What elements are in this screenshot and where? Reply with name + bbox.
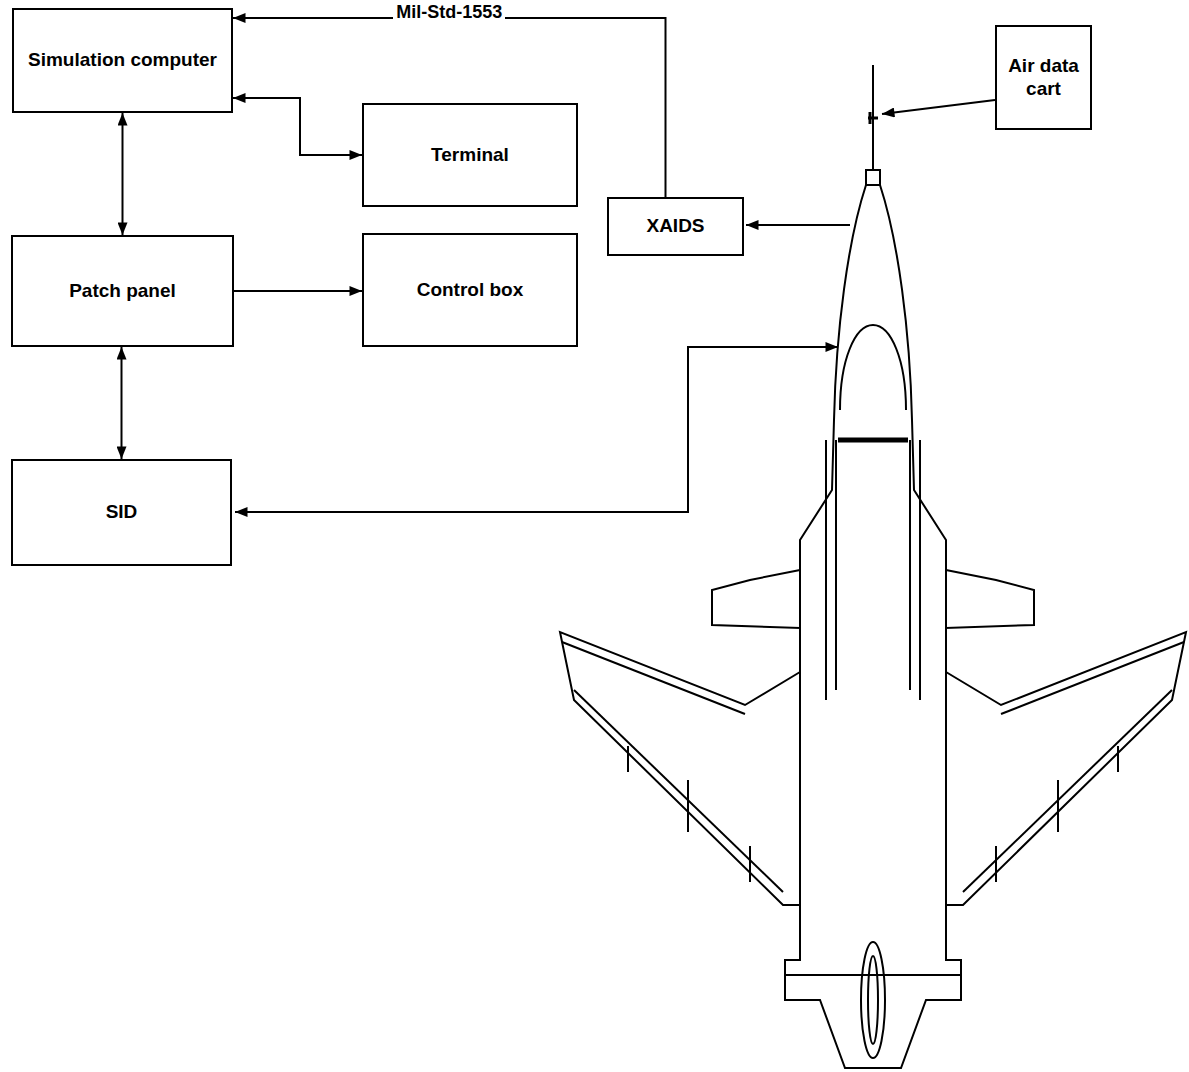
flap-divisions (996, 746, 1118, 882)
left-wing (560, 632, 800, 905)
right-wing (946, 632, 1186, 905)
process-box: Terminal (362, 103, 578, 207)
tail-line (785, 974, 961, 976)
box-label: Terminal (431, 144, 509, 167)
right-canard (946, 570, 1034, 628)
box-label: Air data cart (1003, 55, 1084, 101)
xaids-line (746, 224, 850, 226)
air-data-line (882, 100, 995, 114)
process-box: Simulation computer (12, 8, 233, 113)
engine-nozzle (868, 956, 878, 1044)
box-label: XAIDS (646, 215, 704, 238)
left-canard (712, 570, 800, 628)
process-box: XAIDS (607, 197, 744, 256)
fuselage (785, 185, 961, 1068)
box-label: Control box (417, 279, 524, 302)
leading-edge (562, 642, 745, 714)
edge-label: Mil-Std-1553 (393, 2, 505, 23)
box-label: SID (106, 501, 138, 524)
flap-line (574, 690, 783, 892)
sid-cable (235, 347, 838, 512)
process-box: Patch panel (11, 235, 234, 347)
nose-tip (866, 170, 880, 185)
canopy-frame (838, 438, 908, 443)
connector-arrow (234, 290, 362, 292)
engine-nozzle (861, 942, 885, 1058)
flap-line (963, 690, 1172, 892)
connector-arrow (122, 113, 124, 235)
flap-divisions (628, 746, 750, 882)
process-box: SID (11, 459, 232, 566)
connector-arrow (121, 347, 123, 459)
box-label: Patch panel (69, 280, 176, 303)
inlet-lines (826, 440, 920, 700)
connector-arrow (233, 98, 362, 155)
canopy (840, 325, 906, 410)
process-box: Control box (362, 233, 578, 347)
leading-edge (1001, 642, 1184, 714)
box-label: Simulation computer (28, 49, 217, 72)
probe-vane (869, 112, 872, 124)
process-box: Air data cart (995, 25, 1092, 130)
